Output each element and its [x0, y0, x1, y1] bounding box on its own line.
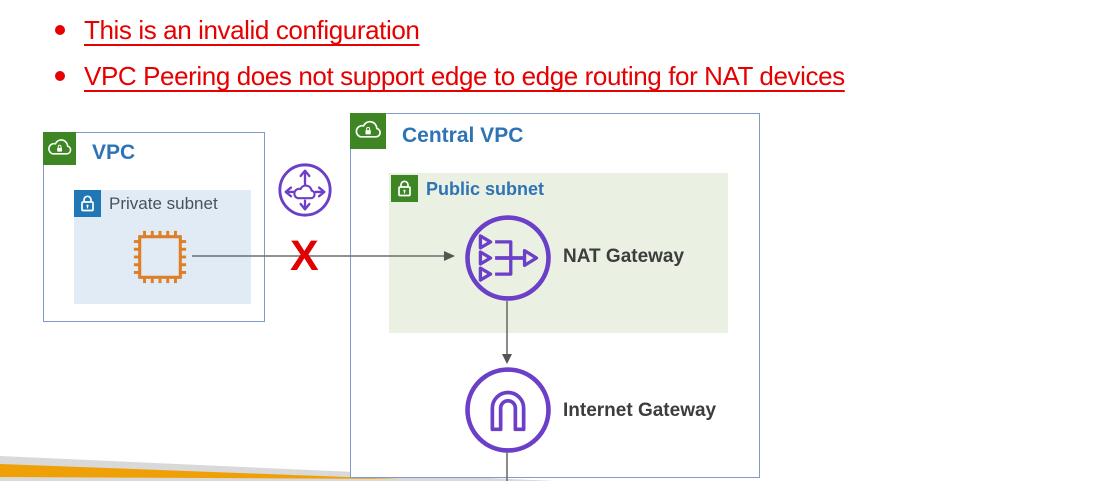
- vpc-cloud-lock-icon: [43, 132, 76, 170]
- bullet-item-no-edge-routing: VPC Peering does not support edge to edg…: [55, 60, 845, 93]
- nat-gateway-icon: [462, 212, 554, 304]
- orange-wedge-shape: [0, 464, 400, 479]
- vpc-group-box: VPC Private subnet: [43, 132, 265, 322]
- private-subnet-label: Private subnet: [109, 194, 218, 213]
- vpc-title: VPC: [92, 141, 136, 164]
- bullet-text: This is an invalid configuration: [84, 15, 420, 45]
- internet-gateway-icon: [462, 364, 554, 456]
- vpc-cloud-lock-icon: [350, 113, 386, 154]
- private-subnet-lock-icon: [74, 190, 101, 222]
- nat-gateway-label: NAT Gateway: [563, 246, 685, 267]
- vpc-peering-icon: [276, 161, 334, 219]
- internet-gateway-label: Internet Gateway: [563, 400, 717, 421]
- bullet-dot: [55, 71, 65, 81]
- ec2-instance-icon: [131, 228, 189, 286]
- bullet-text: VPC Peering does not support edge to edg…: [84, 61, 845, 91]
- invalid-x-icon: X: [290, 232, 319, 280]
- central-vpc-group-box: Central VPC Public subnet: [350, 113, 760, 478]
- public-subnet-lock-icon: [391, 175, 418, 207]
- central-vpc-title: Central VPC: [402, 124, 524, 147]
- bullet-dot: [55, 25, 65, 35]
- public-subnet-label: Public subnet: [426, 179, 545, 199]
- private-subnet-box: Private subnet: [74, 190, 251, 304]
- bullet-item-invalid-config: This is an invalid configuration: [55, 14, 420, 47]
